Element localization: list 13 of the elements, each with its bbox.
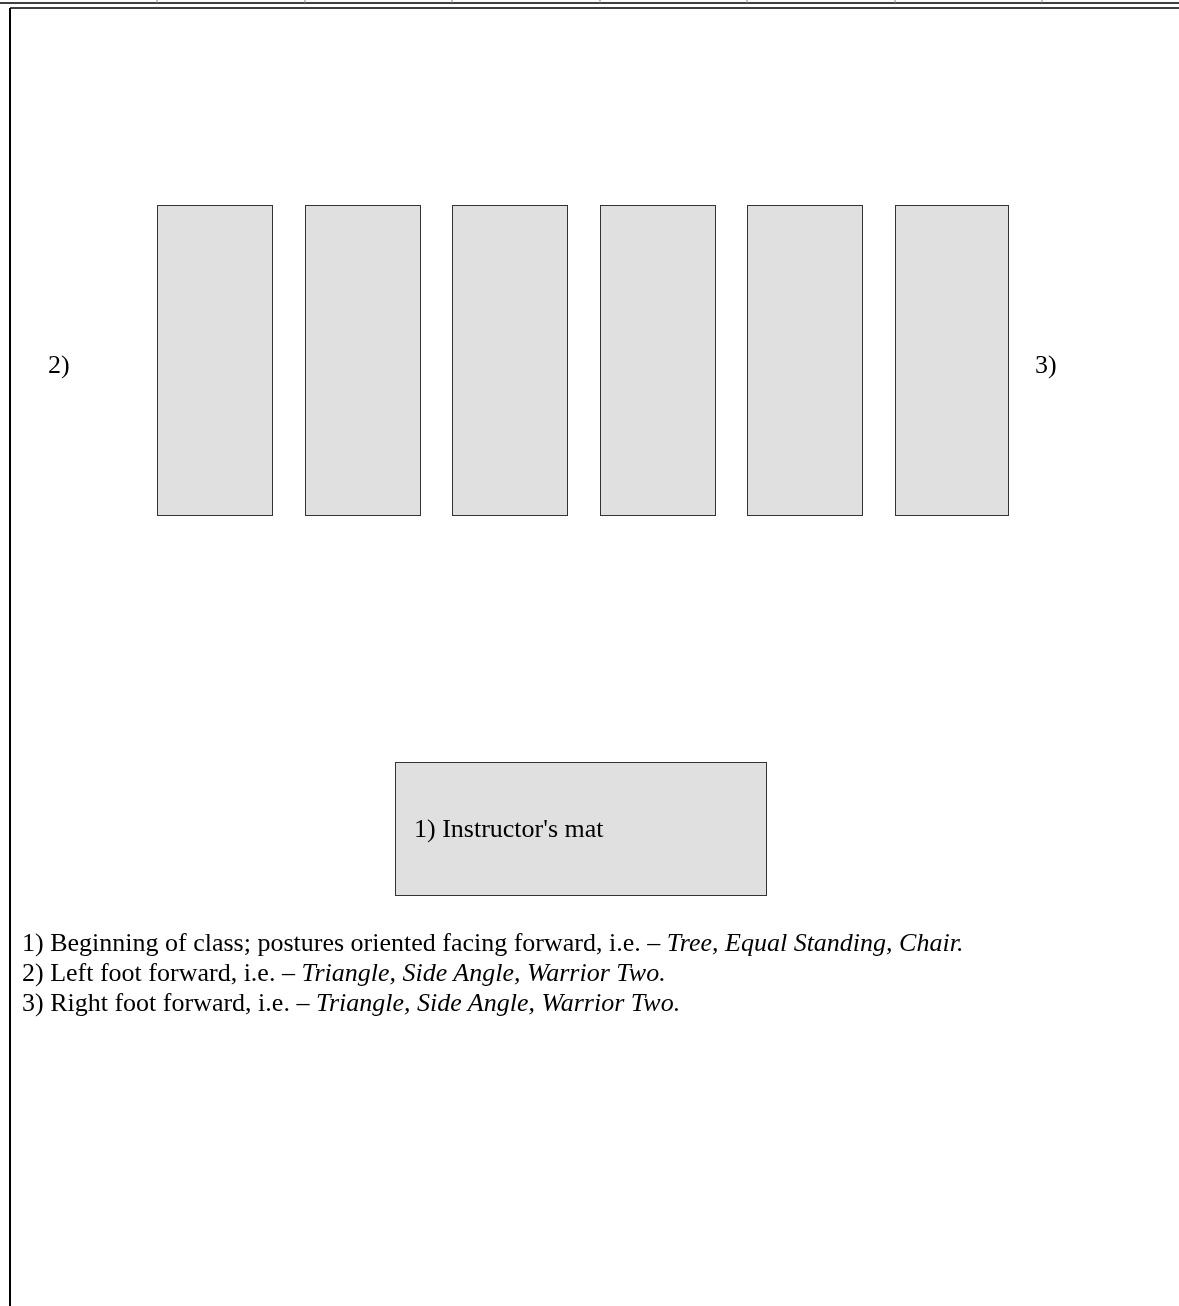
student-mat: [157, 205, 273, 516]
mat-label: 1) Instructor's mat: [414, 814, 604, 844]
note-text: 2) Left foot forward, i.e. – Triangle, Side Angle, Warrior Two.: [22, 958, 667, 988]
instructor-mat: [395, 762, 767, 896]
note-text: 1) Beginning of class; postures oriented facing forward, i.e. – Tree, Equal Standing, Chair.: [22, 928, 965, 958]
student-mat: [305, 205, 421, 516]
student-mat: [895, 205, 1009, 516]
student-mat: [600, 205, 716, 516]
student-mat: [452, 205, 568, 516]
position-number: 3): [1035, 350, 1057, 380]
position-number: 2): [48, 350, 70, 380]
note-text: 3) Right foot forward, i.e. – Triangle, Side Angle, Warrior Two.: [22, 988, 682, 1018]
student-mat: [747, 205, 863, 516]
